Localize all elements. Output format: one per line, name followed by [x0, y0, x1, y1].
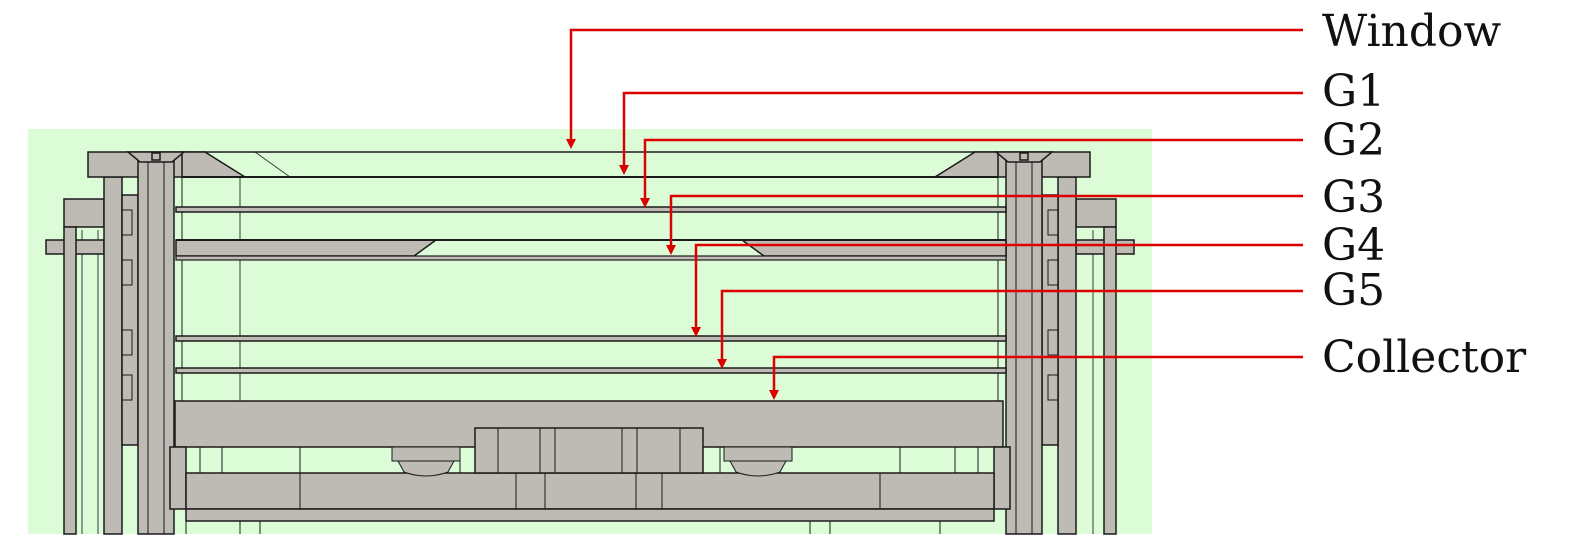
label-g3: G3	[1322, 172, 1385, 223]
label-g5: G5	[1322, 265, 1385, 316]
grid-g4	[175, 335, 1007, 342]
support-posts	[125, 151, 1055, 535]
label-g4: G4	[1322, 220, 1385, 271]
label-g2: G2	[1322, 115, 1385, 166]
label-window: Window	[1322, 6, 1502, 57]
leader-g1	[619, 91, 1303, 175]
frame-steps	[122, 209, 1058, 401]
collector-assembly	[169, 400, 1011, 522]
grid-g5	[175, 367, 1007, 374]
label-collector: Collector	[1322, 332, 1527, 383]
leader-g4	[691, 243, 1303, 337]
leader-g3	[666, 194, 1303, 255]
outer-frame-left	[45, 176, 139, 535]
leader-window	[566, 28, 1303, 149]
collector-details	[185, 428, 979, 534]
leader-collector	[769, 355, 1303, 400]
leader-g5	[717, 289, 1303, 369]
grid-g1	[175, 206, 1007, 213]
outer-frame-right	[1041, 176, 1135, 535]
leader-g2	[640, 138, 1303, 208]
mounting-screws	[391, 446, 793, 477]
leader-lines	[566, 28, 1303, 400]
grid-g3	[175, 255, 1007, 261]
label-g1: G1	[1322, 66, 1385, 117]
